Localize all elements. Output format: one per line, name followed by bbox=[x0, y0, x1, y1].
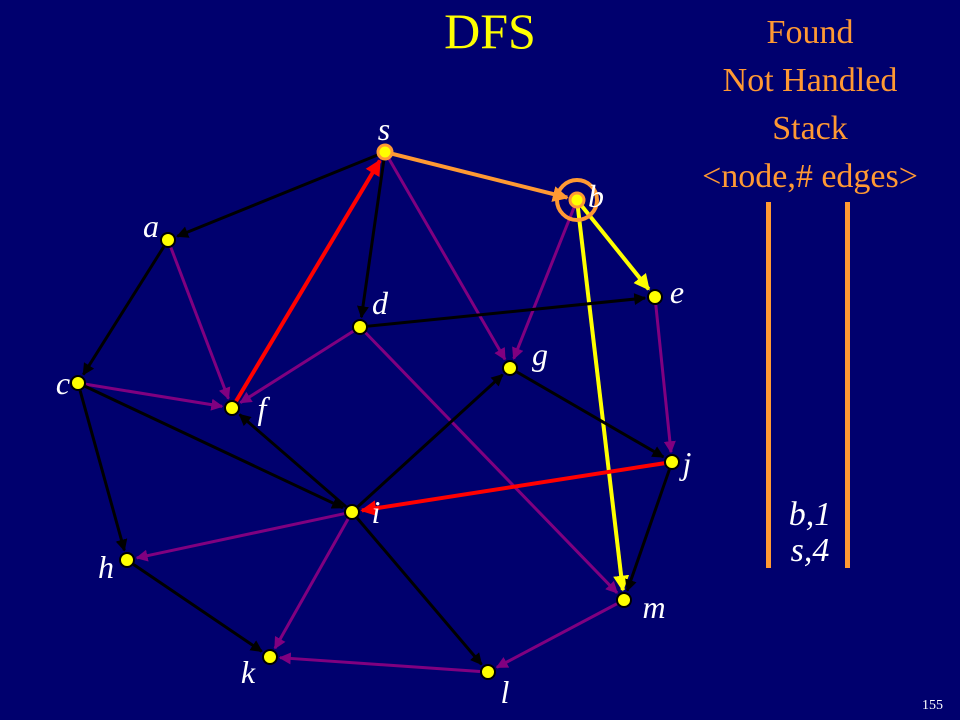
edge-j-m bbox=[625, 469, 671, 592]
edges-layer bbox=[78, 152, 676, 673]
edge-a-c bbox=[82, 245, 166, 376]
node-label-e: e bbox=[670, 274, 684, 310]
legend-node-edges: <node,# edges> bbox=[702, 158, 918, 195]
node-f bbox=[224, 400, 240, 416]
edge-l-k bbox=[278, 652, 481, 673]
node-label-j: j bbox=[679, 445, 692, 481]
node-label-i: i bbox=[372, 494, 381, 530]
node-label-a: a bbox=[143, 208, 159, 244]
node-label-h: h bbox=[98, 549, 114, 585]
edge-d-f bbox=[239, 330, 355, 404]
edge-c-h bbox=[78, 390, 128, 552]
edge-i-g bbox=[356, 373, 504, 508]
node-label-g: g bbox=[532, 336, 548, 372]
node-a bbox=[160, 232, 176, 248]
edge-i-k bbox=[273, 518, 350, 650]
node-label-b: b bbox=[588, 178, 604, 214]
edge-j-i bbox=[360, 461, 665, 517]
edge-m-l bbox=[495, 602, 618, 669]
current-node-ring bbox=[555, 178, 599, 222]
edge-i-h bbox=[135, 512, 345, 562]
node-j bbox=[664, 454, 680, 470]
edge-s-g bbox=[387, 158, 507, 361]
node-label-c: c bbox=[56, 365, 70, 401]
node-label-s: s bbox=[378, 111, 390, 147]
edge-i-f bbox=[238, 413, 347, 508]
edge-c-f bbox=[85, 382, 224, 411]
node-e bbox=[647, 289, 663, 305]
legend-stack: Stack bbox=[772, 110, 848, 147]
edge-f-s bbox=[234, 159, 382, 403]
stack-entry-s: s,4 bbox=[790, 532, 830, 569]
stack-right-wall bbox=[845, 202, 850, 568]
edge-c-i bbox=[84, 385, 345, 510]
nodes-layer bbox=[70, 143, 680, 680]
node-s bbox=[376, 143, 394, 161]
node-m bbox=[616, 592, 632, 608]
node-label-f: f bbox=[258, 390, 271, 426]
legend-not-handled: Not Handled bbox=[722, 62, 898, 99]
node-g bbox=[502, 360, 518, 376]
node-label-d: d bbox=[372, 285, 389, 321]
node-i bbox=[344, 504, 360, 520]
edge-a-f bbox=[169, 246, 231, 400]
node-c bbox=[70, 375, 86, 391]
edge-b-e bbox=[580, 204, 651, 291]
labels-layer: s a b c d e f g h i j k l m bbox=[56, 111, 692, 710]
edge-h-k bbox=[132, 563, 263, 653]
stack-left-wall bbox=[766, 202, 771, 568]
node-b bbox=[568, 191, 586, 209]
node-d bbox=[352, 319, 368, 335]
node-label-l: l bbox=[501, 674, 510, 710]
edge-b-g bbox=[512, 206, 576, 360]
edge-g-j bbox=[516, 370, 665, 459]
slide-number: 155 bbox=[922, 698, 943, 713]
legend-found: Found bbox=[766, 14, 854, 51]
edge-i-l bbox=[356, 517, 483, 666]
slide-title: DFS bbox=[444, 3, 536, 59]
edge-s-a bbox=[176, 153, 379, 238]
node-l bbox=[480, 664, 496, 680]
node-label-m: m bbox=[642, 589, 665, 625]
node-h bbox=[119, 552, 135, 568]
edge-e-j bbox=[654, 304, 676, 454]
edge-b-m bbox=[575, 207, 630, 592]
node-k bbox=[262, 649, 278, 665]
edge-d-e bbox=[367, 293, 647, 328]
edge-s-d bbox=[357, 159, 386, 319]
edge-s-b bbox=[392, 152, 569, 202]
node-label-k: k bbox=[241, 654, 256, 690]
edge-d-m bbox=[364, 331, 619, 594]
stack-entry-b: b,1 bbox=[788, 496, 832, 533]
